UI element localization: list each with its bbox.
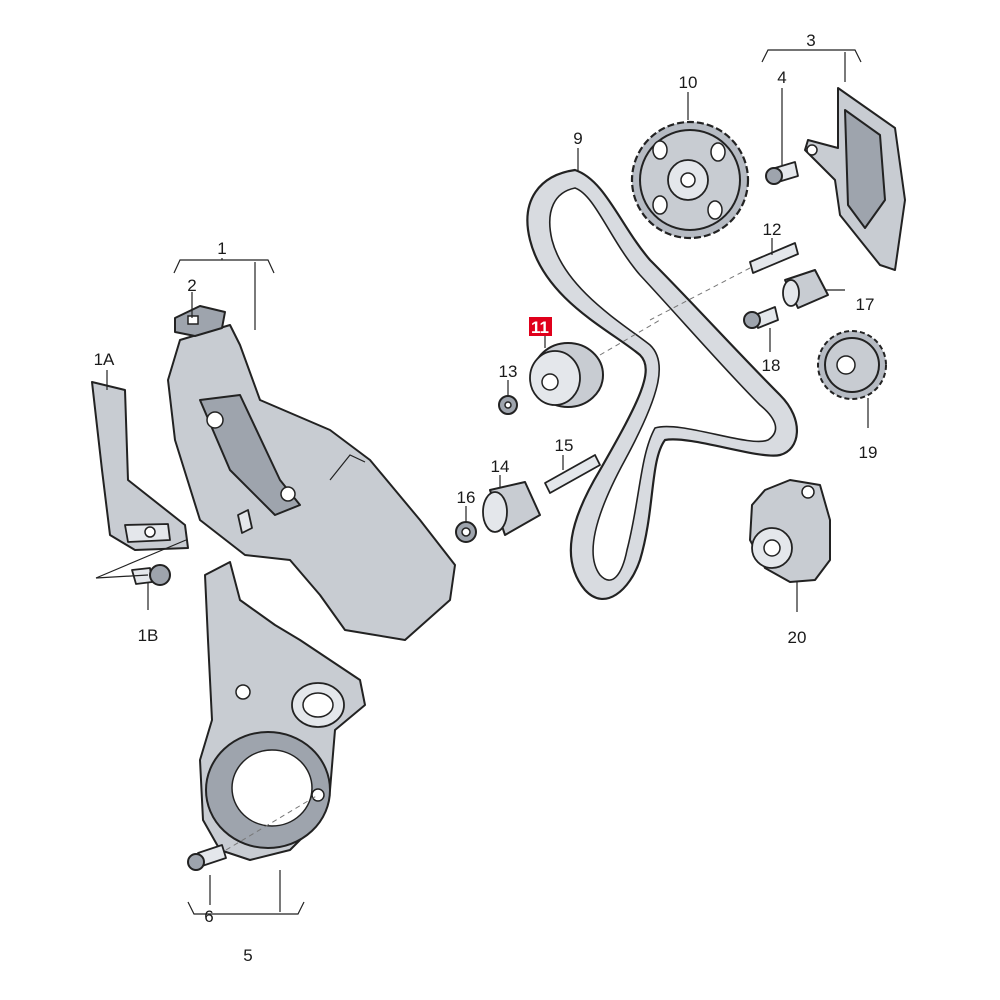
part-bolt-18	[743, 306, 779, 329]
callout-6: 6	[204, 907, 213, 926]
callout-17: 17	[856, 295, 875, 314]
callout-10: 10	[679, 73, 698, 92]
callout-4: 4	[777, 68, 786, 87]
callout-3: 3	[806, 31, 815, 50]
callout-1a: 1A	[94, 350, 115, 369]
part-side-cover-1a	[91, 381, 189, 551]
callout-18: 18	[762, 356, 781, 375]
part-rear-bracket	[804, 87, 906, 271]
callout-2: 2	[187, 276, 196, 295]
leader-lines	[95, 49, 869, 915]
part-camshaft-sprocket	[630, 120, 750, 240]
part-crankshaft-sprocket	[817, 330, 887, 400]
callout-14: 14	[491, 457, 510, 476]
part-sleeve-17	[782, 269, 829, 309]
callout-11-highlight[interactable]: 11	[529, 317, 552, 337]
part-nut-16	[455, 521, 477, 543]
part-water-pump	[749, 479, 831, 583]
callout-16: 16	[457, 488, 476, 507]
callout-5: 5	[243, 946, 252, 965]
part-upper-timing-cover	[167, 324, 456, 641]
part-bolt-4	[765, 161, 799, 185]
callout-1: 1	[217, 239, 226, 258]
callout-19: 19	[859, 443, 878, 462]
part-timing-belt	[526, 168, 798, 600]
callout-12: 12	[763, 220, 782, 239]
callout-15: 15	[555, 436, 574, 455]
part-stud-15	[544, 454, 601, 494]
callout-13: 13	[499, 362, 518, 381]
part-bolt-1b	[131, 564, 171, 586]
part-lower-timing-cover	[199, 561, 366, 861]
callout-11: 11	[531, 318, 549, 337]
callout-1b: 1B	[138, 626, 159, 645]
part-clip-2	[174, 305, 226, 337]
part-bolt-6	[187, 794, 319, 871]
part-idler-roller	[482, 481, 541, 536]
callout-11-badge	[529, 317, 552, 336]
part-stud-12	[649, 242, 799, 321]
part-nut-13	[498, 395, 518, 415]
callout-20: 20	[788, 628, 807, 647]
callout-9: 9	[573, 129, 582, 148]
part-tensioner-roller	[529, 319, 661, 408]
